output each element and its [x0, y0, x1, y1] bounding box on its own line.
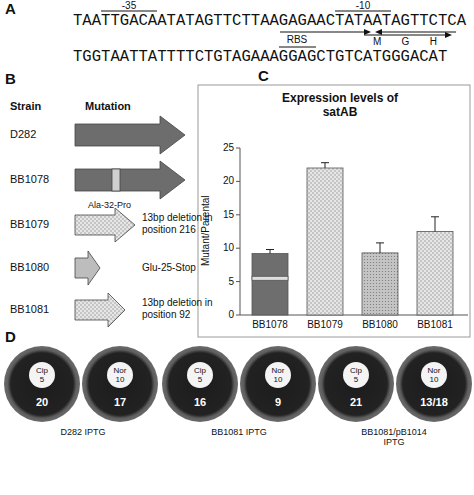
zone-diameter: 21 — [318, 396, 394, 408]
antibiotic-disc: Nor 10 — [107, 362, 133, 388]
promoter-label: -35 — [109, 0, 149, 12]
zone-diameter: 20 — [4, 396, 80, 408]
antibiotic-disc: Nor 10 — [421, 362, 447, 388]
strain-name: BB1078 — [10, 173, 70, 186]
tick-label: 10 — [212, 242, 234, 254]
agar-plate: 20 Cip 5 — [4, 346, 80, 422]
dna-sequence: TGGTAATTATTTTCTGTAGAAAGGAGCTGTCATGGGACAT — [73, 48, 447, 66]
agar-plate: 21 Cip 5 — [318, 346, 394, 422]
panel-letter: D — [5, 328, 21, 345]
tick-label: 20 — [212, 175, 234, 187]
zone-diameter: 16 — [162, 396, 238, 408]
plate-caption: BB1081/pB1014 IPTG — [352, 427, 436, 448]
chart-frame — [198, 85, 470, 337]
agar-plate: 16 Cip 5 — [162, 346, 238, 422]
rbs-label: RBS — [278, 34, 316, 46]
category-label: BB1079 — [300, 319, 350, 331]
chart-bars — [252, 168, 453, 315]
column-header: Strain — [10, 100, 70, 113]
strain-name: BB1081 — [10, 303, 70, 316]
mutation-label: Ala-32-Pro — [88, 200, 158, 210]
strain-name: BB1079 — [10, 218, 70, 231]
tick-label: 25 — [212, 142, 234, 154]
amino-acid: M — [370, 36, 384, 48]
strain-name: D282 — [10, 128, 70, 141]
disc-label: Nor 10 — [270, 366, 287, 384]
disc-label: Nor 10 — [426, 366, 443, 384]
amino-acid: H — [426, 36, 440, 48]
disc-label: Cip 5 — [34, 366, 51, 384]
zone-diameter: 17 — [82, 396, 158, 408]
panel-letter: A — [5, 0, 21, 17]
antibiotic-disc: Cip 5 — [187, 362, 213, 388]
disc-label: Cip 5 — [348, 366, 365, 384]
zone-diameter: 13/18 — [396, 396, 472, 408]
disc-label: Nor 10 — [112, 366, 129, 384]
agar-plate: 13/18 Nor 10 — [396, 346, 472, 422]
antibiotic-disc: Nor 10 — [265, 362, 291, 388]
mutation-label: 13bp deletion in position 92 — [142, 297, 222, 320]
chart-axes — [236, 148, 468, 315]
category-label: BB1078 — [245, 319, 295, 331]
plate-caption: BB1081 IPTG — [207, 427, 271, 437]
category-label: BB1081 — [410, 319, 460, 331]
strain-name: BB1080 — [10, 261, 70, 274]
error-bars — [266, 163, 439, 254]
plate-caption: D282 IPTG — [51, 427, 115, 437]
column-header: Mutation — [85, 100, 165, 113]
agar-plate: 9 Nor 10 — [240, 346, 316, 422]
disc-label: Cip 5 — [192, 366, 209, 384]
antibiotic-disc: Cip 5 — [343, 362, 369, 388]
tick-label: 0 — [212, 309, 234, 321]
zone-diameter: 9 — [240, 396, 316, 408]
tick-label: 15 — [212, 209, 234, 221]
agar-plate: 17 Nor 10 — [82, 346, 158, 422]
dna-sequence: TAATTGACAATATAGTTCTTAAGAGAACTATAATAGTTCT… — [73, 12, 466, 30]
tick-label: 5 — [212, 276, 234, 288]
axis-title: Mutant/Parental — [200, 171, 212, 291]
panel-letter: C — [258, 67, 274, 84]
promoter-label: -10 — [343, 0, 383, 12]
panel-letter: B — [5, 70, 21, 87]
antibiotic-disc: Cip 5 — [29, 362, 55, 388]
category-label: BB1080 — [355, 319, 405, 331]
chart-title: Expression levels of satAB — [265, 92, 415, 120]
amino-acid: G — [398, 36, 412, 48]
